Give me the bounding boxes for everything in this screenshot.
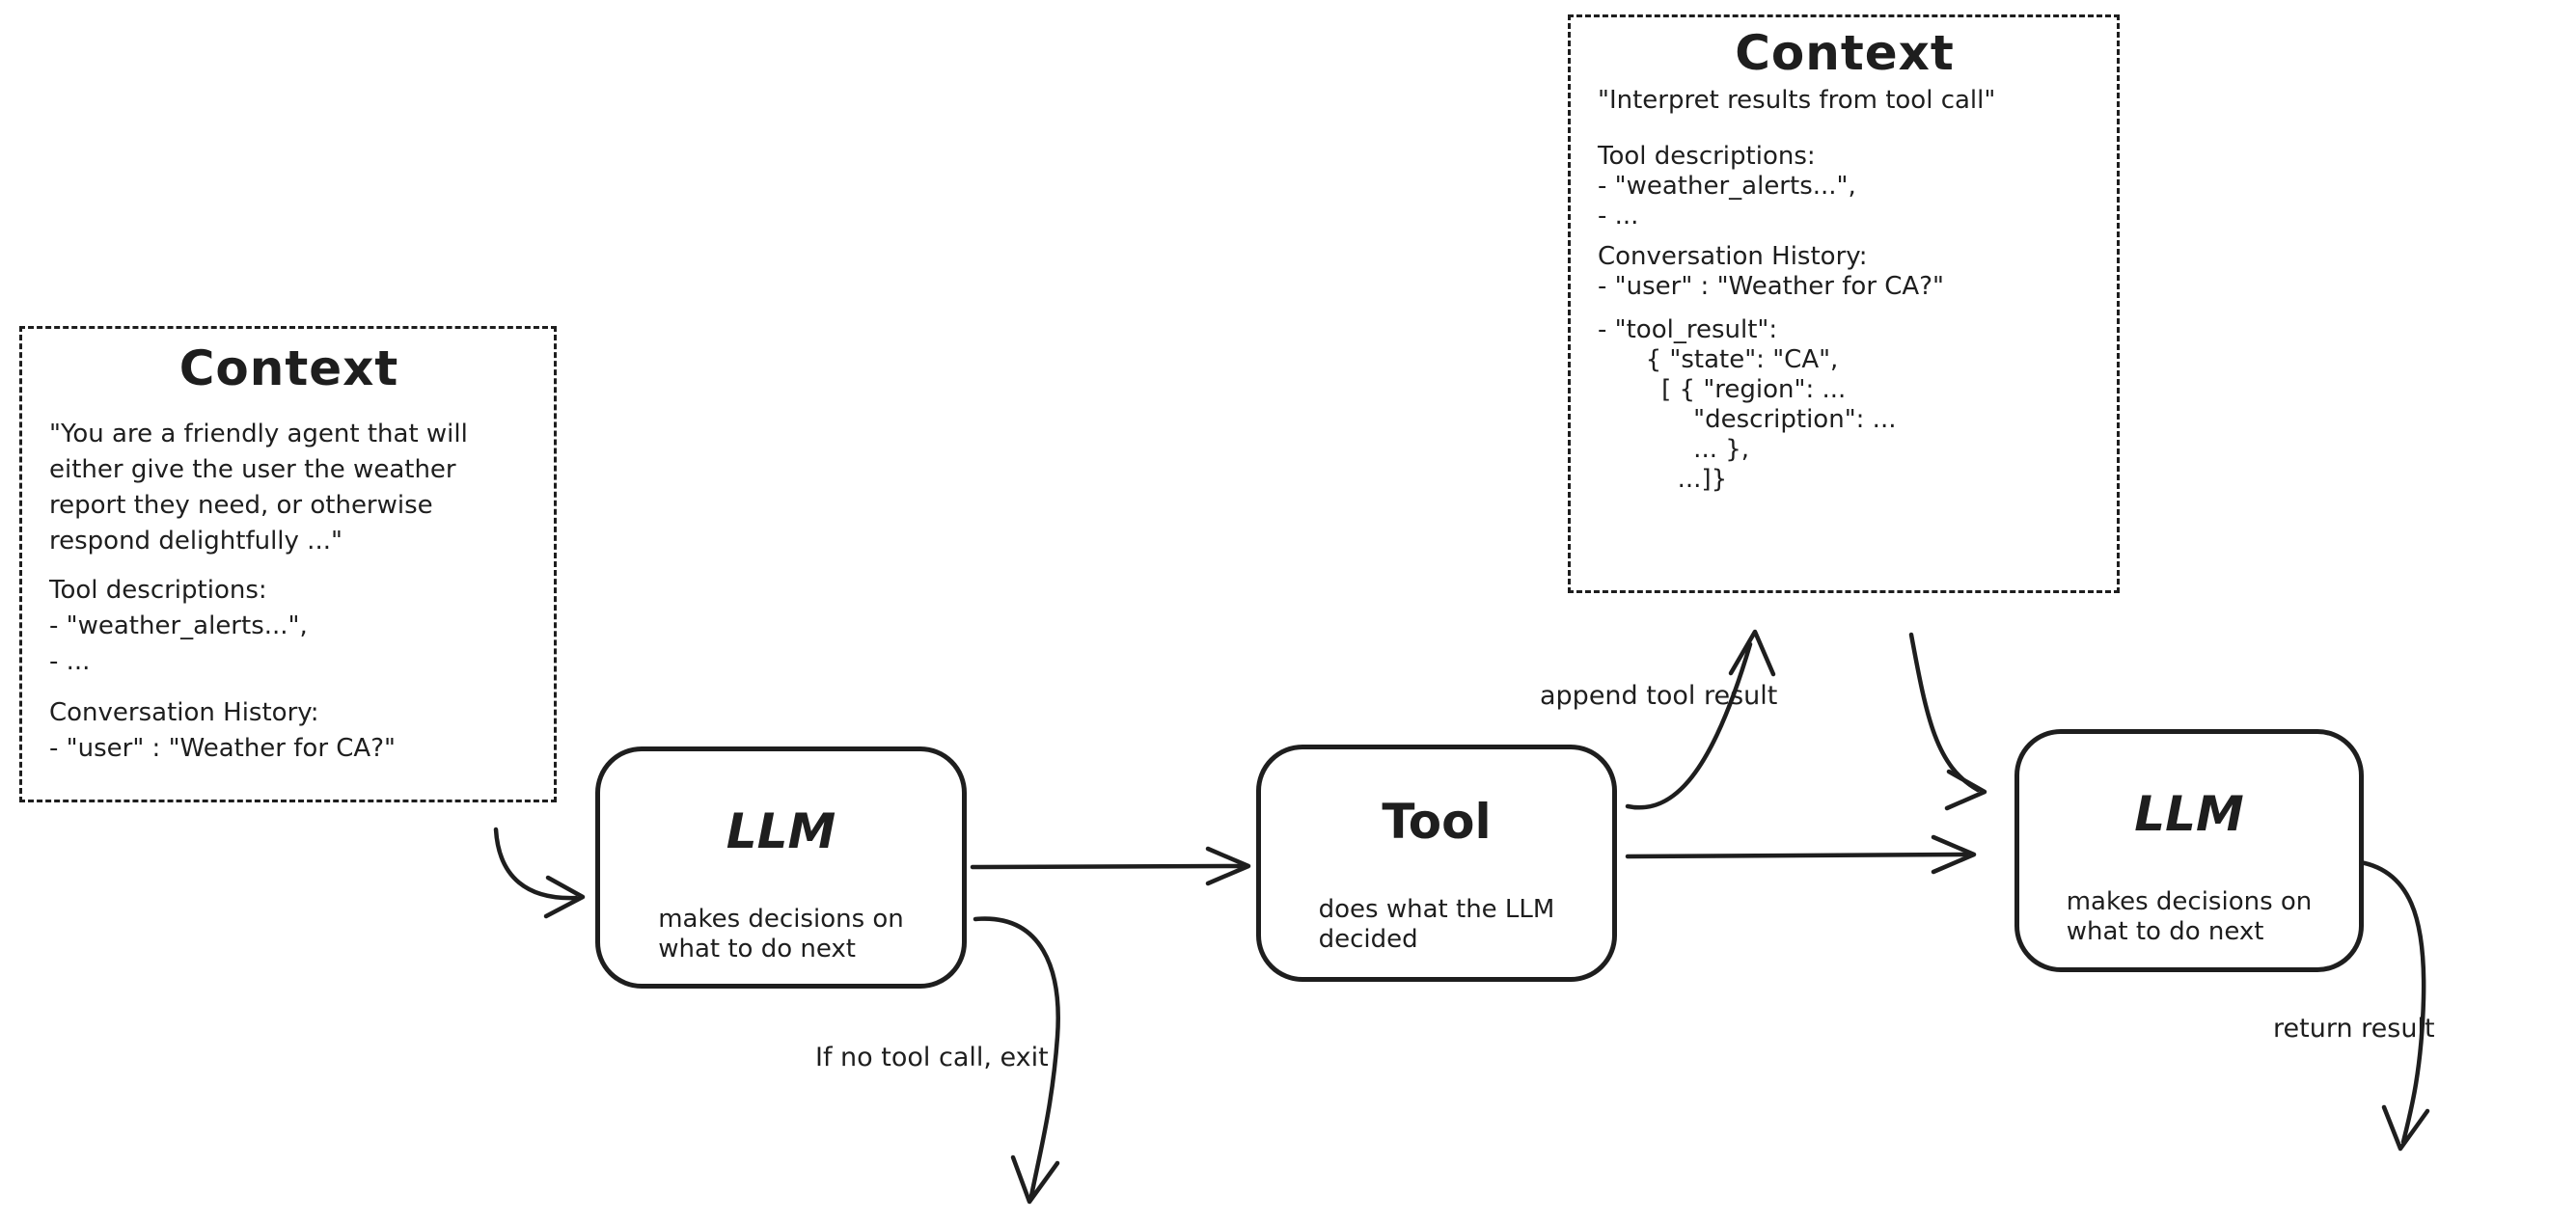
context-top-tool-result: - "tool_result": { "state": "CA", [ { "r… xyxy=(1598,315,1897,494)
context-left-conversation-history: Conversation History: - "user" : "Weathe… xyxy=(49,698,396,763)
arrowhead-context-left-to-llm1 xyxy=(543,875,586,919)
arrow-tool-to-context-top xyxy=(1625,641,1753,810)
arrow-context-left-to-llm1 xyxy=(493,827,579,901)
context-left-system-prompt: "You are a friendly agent that will eith… xyxy=(49,420,468,556)
context-left-title: Context xyxy=(178,340,399,396)
arrow-llm2-return xyxy=(2351,858,2426,1145)
context-box-left: Context "You are a friendly agent that w… xyxy=(19,326,557,802)
no-tool-call-exit-label: If no tool call, exit xyxy=(815,1043,1049,1072)
context-top-tool-descriptions: Tool descriptions: - "weather_alerts..."… xyxy=(1598,142,1856,231)
context-box-top: Context "Interpret results from tool cal… xyxy=(1568,14,2120,593)
arrowhead-context-top-to-llm2 xyxy=(1944,769,1987,811)
context-top-system-prompt: "Interpret results from tool call" xyxy=(1598,86,1996,115)
llm-node-2: LLM makes decisions on what to do next xyxy=(2014,729,2364,972)
context-top-title: Context xyxy=(1735,25,1955,81)
arrowhead-llm1-to-tool xyxy=(1205,846,1251,886)
arrowhead-llm2-return xyxy=(2381,1104,2430,1152)
context-top-conversation-history: Conversation History: - "user" : "Weathe… xyxy=(1598,242,1944,301)
arrow-llm1-to-tool xyxy=(970,863,1244,870)
arrowhead-llm1-exit xyxy=(1010,1154,1060,1205)
context-left-tool-descriptions: Tool descriptions: - "weather_alerts..."… xyxy=(49,576,308,676)
llm-node-1-subtitle: makes decisions on what to do next xyxy=(658,905,904,963)
llm-node-2-subtitle: makes decisions on what to do next xyxy=(2066,887,2313,946)
arrow-context-top-to-llm2 xyxy=(1908,632,1981,793)
llm-node-2-title: LLM xyxy=(2134,786,2244,842)
tool-node-subtitle: does what the LLM decided xyxy=(1318,895,1555,954)
arrowhead-tool-to-llm2 xyxy=(1931,834,1977,875)
llm-node-1: LLM makes decisions on what to do next xyxy=(595,746,967,989)
arrow-tool-to-llm2 xyxy=(1625,852,1969,859)
tool-node-title: Tool xyxy=(1382,794,1492,850)
append-tool-result-label: append tool result xyxy=(1540,681,1778,711)
tool-node: Tool does what the LLM decided xyxy=(1256,745,1617,982)
llm-node-1-title: LLM xyxy=(726,803,836,859)
return-result-label: return result xyxy=(2273,1014,2435,1044)
arrowhead-tool-to-context-top xyxy=(1728,629,1776,677)
